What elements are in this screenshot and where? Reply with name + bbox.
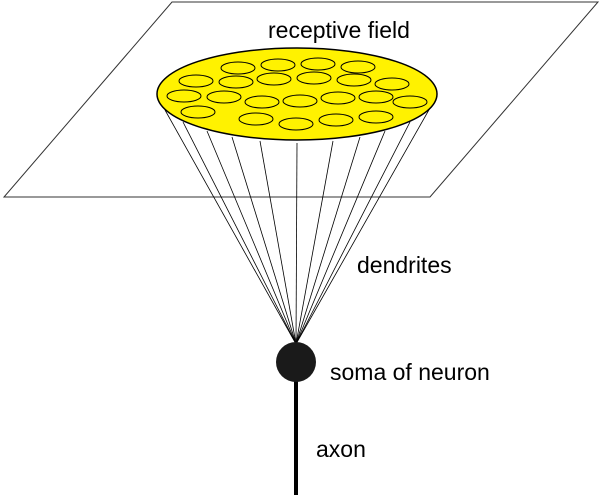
receptor-cell [180,105,216,119]
receptor-cells [166,57,428,131]
receptor-cell [358,110,394,124]
receptor-cell [358,90,394,104]
dendrite-line [295,142,298,345]
dendrite-line [295,140,334,345]
receptor-cell [320,91,356,105]
receptive-field-label: receptive field [268,17,410,43]
receptor-cell [206,90,242,104]
dendrite-line [295,121,411,345]
dendrite-line [295,107,431,345]
dendrite-line [295,136,361,345]
receptive-field-ellipse [156,47,438,141]
receptor-cell [336,73,372,87]
receptor-cell [318,113,354,127]
receptor-cell [238,112,274,126]
dendrites-label: dendrites [357,252,452,278]
dendrite-line [182,121,297,345]
soma-label: soma of neuron [330,359,490,385]
receptor-cell [218,75,254,89]
dendrite-lines [164,107,431,345]
receptor-cell [340,60,376,74]
receptor-cell [278,117,314,131]
dendrite-line [231,136,297,345]
receptor-cell [244,95,280,109]
soma-circle [276,342,316,382]
plane [2,1,600,198]
dendrite-line [164,109,297,345]
dendrite-line [295,130,386,345]
dendrite-line [259,140,297,345]
receptor-cell [166,89,202,103]
receptor-cell [374,77,410,91]
receptor-cell [220,61,256,75]
axon-label: axon [316,436,366,462]
receptor-cell [392,95,428,109]
receptor-cell [300,57,336,71]
receptor-cell [178,74,214,88]
receptor-cell [260,58,296,72]
dendrite-line [206,130,297,345]
receptor-cell [256,72,292,86]
receptor-cell [282,94,318,108]
receptor-cell [296,71,332,85]
